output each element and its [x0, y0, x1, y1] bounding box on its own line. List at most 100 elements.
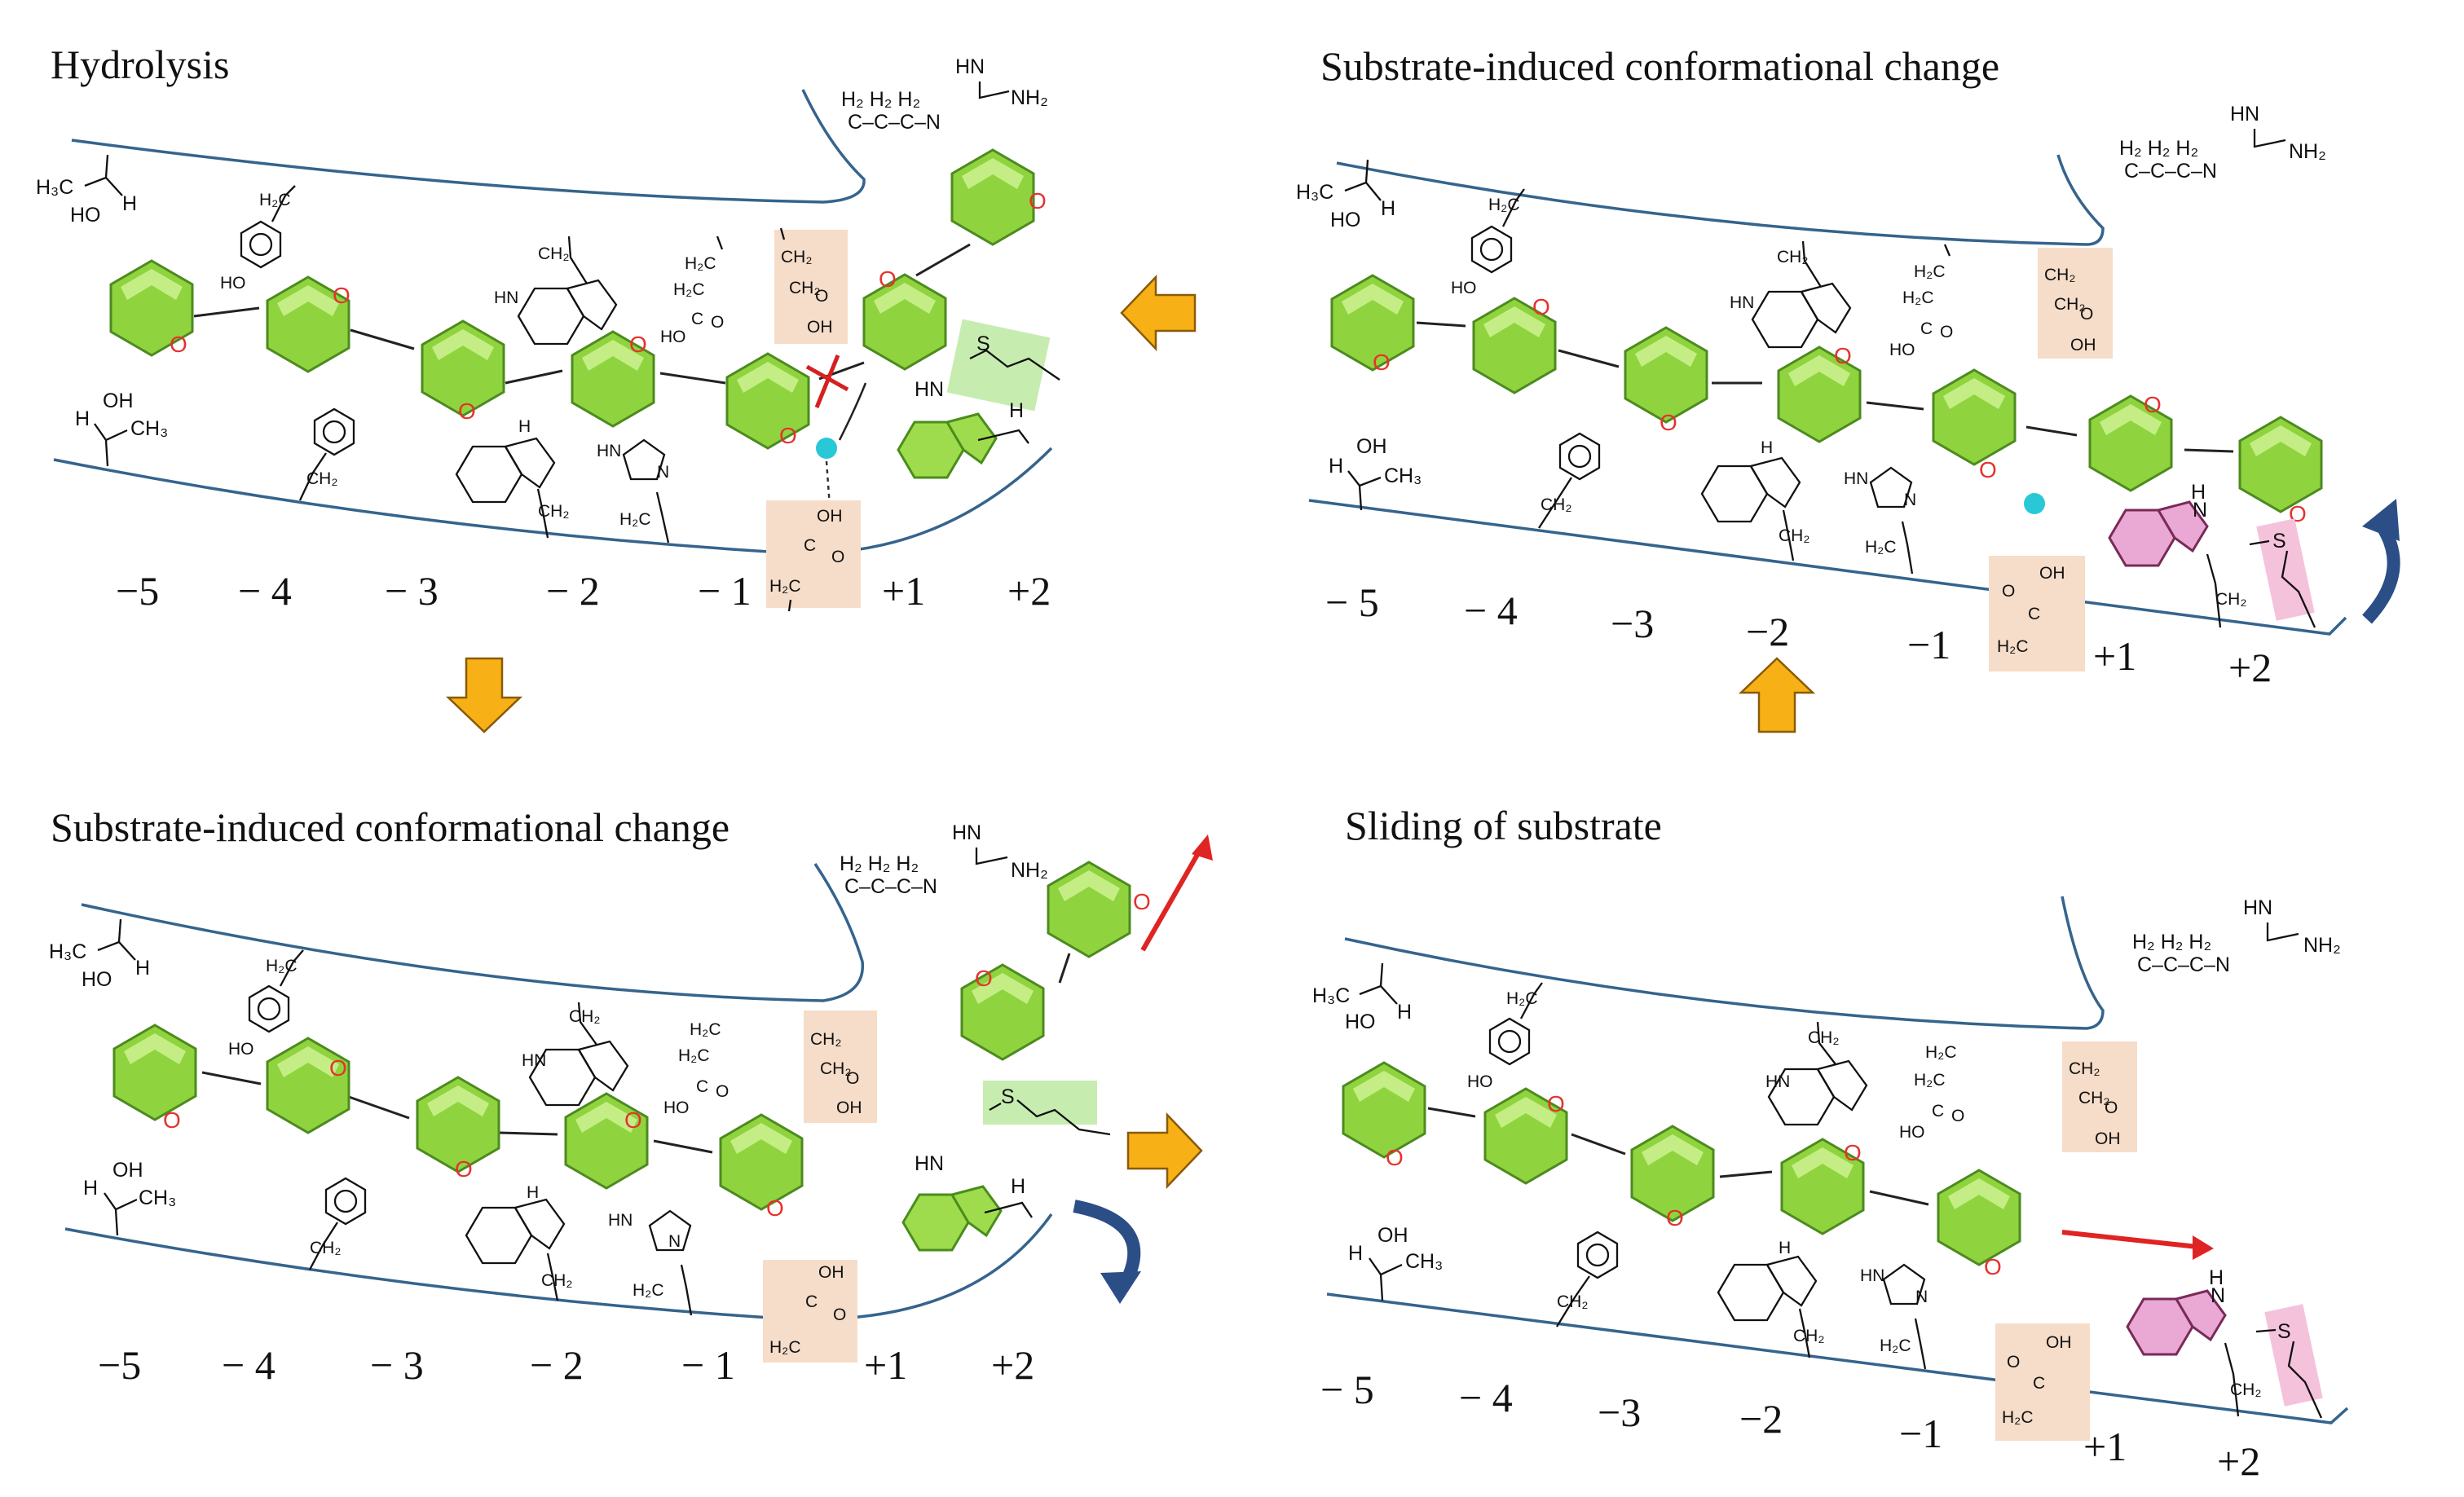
svg-text:N: N: [2211, 1284, 2225, 1307]
svg-text:H: H: [1348, 1242, 1363, 1265]
svg-text:OH: OH: [836, 1099, 862, 1117]
svg-text:O: O: [455, 1156, 473, 1182]
threonine-residue-2: H OH CH₃: [75, 390, 168, 467]
cycle-arrow-right-icon: [1126, 1113, 1203, 1188]
rotation-arrow-head-icon: [1100, 1271, 1141, 1304]
svg-text:C–C–C–N: C–C–C–N: [844, 875, 937, 898]
svg-text:H₂C: H₂C: [690, 1020, 721, 1039]
svg-text:CH₂: CH₂: [810, 1030, 841, 1049]
svg-text:HN: HN: [2243, 896, 2272, 919]
lower-wall: [1326, 1292, 2349, 1424]
svg-text:O: O: [624, 1107, 642, 1133]
svg-text:CH₂: CH₂: [2069, 1059, 2100, 1078]
svg-text:HN: HN: [2230, 103, 2259, 125]
arginine-residue: H₂ H₂ H₂ C–C–C–N HN NH₂: [2119, 103, 2326, 183]
ring-oxygen: O: [629, 332, 647, 357]
ring-oxygen: O: [458, 398, 476, 424]
svg-text:HN: HN: [1860, 1266, 1884, 1285]
threonine-residue: H₃C HO H: [1312, 962, 1412, 1033]
svg-text:CH₂: CH₂: [2044, 266, 2075, 284]
svg-text:H: H: [1329, 455, 1343, 478]
svg-text:HO: HO: [220, 274, 246, 293]
rotation-arrow-icon: [2362, 519, 2400, 624]
svg-text:− 3: − 3: [385, 568, 439, 614]
ring-oxygen: O: [333, 283, 350, 308]
catalytic-aspartate: OH C O H₂C: [763, 1260, 857, 1363]
release-arrow-head-icon: [1192, 834, 1213, 861]
svg-text:H₂ H₂ H₂: H₂ H₂ H₂: [2119, 137, 2198, 160]
svg-text:HN: HN: [1730, 293, 1754, 312]
svg-text:H₃C: H₃C: [36, 176, 73, 199]
subsite-labels: −5 − 4 − 3 − 2 − 1 +1 +2: [116, 568, 1051, 614]
svg-text:H₂C: H₂C: [1914, 1071, 1945, 1090]
lower-wall: [1308, 499, 2347, 636]
panel-title: Hydrolysis: [51, 42, 229, 87]
svg-text:O: O: [1532, 294, 1550, 319]
svg-text:H₂C: H₂C: [1914, 262, 1945, 281]
svg-text:+1: +1: [2093, 633, 2136, 679]
svg-text:O: O: [1834, 343, 1852, 368]
svg-text:O: O: [1386, 1145, 1404, 1170]
tryptophan-residue: HN CH₂: [1765, 1021, 1868, 1126]
catalytic-aspartate: OH C O H₂C: [766, 500, 861, 612]
svg-text:H₃C: H₃C: [49, 940, 86, 963]
phenylalanine-residue: CH₂: [308, 1177, 367, 1270]
svg-text:O: O: [2144, 392, 2162, 417]
svg-text:HN: HN: [494, 288, 518, 307]
svg-text:OH: OH: [2039, 564, 2065, 583]
svg-text:H₂C: H₂C: [619, 510, 650, 529]
svg-text:C: C: [1932, 1102, 1944, 1121]
ring-oxygen: O: [170, 332, 187, 357]
catalytic-glutamate: CH₂ CH₂ O OH: [2038, 248, 2113, 359]
svg-text:CH₂: CH₂: [1779, 526, 1809, 545]
svg-text:CH₂: CH₂: [789, 279, 820, 297]
threonine-residue-2: H OH CH₃: [1348, 1224, 1443, 1301]
svg-text:− 4: − 4: [1464, 588, 1518, 633]
svg-text:OH: OH: [103, 390, 134, 412]
svg-text:H: H: [2191, 481, 2206, 504]
svg-text:− 1: − 1: [681, 1342, 735, 1388]
tryptophan-residue: HN CH₂: [494, 236, 618, 346]
sugar-ring: [1932, 368, 2017, 466]
svg-text:C: C: [2033, 1374, 2045, 1393]
histidine-residue: HN N H₂C: [608, 1209, 693, 1316]
svg-text:HN: HN: [915, 1152, 944, 1175]
svg-text:CH₂: CH₂: [310, 1239, 341, 1257]
methionine-residue: S: [946, 319, 1060, 412]
sugar-ring: [1342, 1061, 1426, 1159]
svg-text:O: O: [1133, 889, 1151, 914]
svg-text:H₃C: H₃C: [1312, 984, 1350, 1007]
svg-text:O: O: [833, 1305, 846, 1324]
upper-wall: [81, 863, 864, 1002]
svg-text:O: O: [1547, 1091, 1565, 1116]
catalytic-glutamate: CH₂ CH₂ O OH: [774, 227, 848, 344]
sliding-arrow-head-icon: [2193, 1235, 2214, 1260]
svg-text:O: O: [163, 1107, 181, 1133]
upper-wall: [1344, 896, 2105, 1030]
threonine-residue: H₃C HO H: [49, 918, 150, 991]
svg-text:O: O: [329, 1055, 347, 1081]
panel-sliding-of-substrate: Sliding of substrate O O O O O H₃C HO H: [1312, 803, 2349, 1484]
svg-text:O: O: [1844, 1140, 1862, 1165]
svg-text:OH: OH: [112, 1159, 143, 1182]
tryptophan-residue-2: H CH₂: [1700, 438, 1809, 561]
tryptophan-residue-2: H CH₂: [465, 1183, 572, 1301]
svg-text:CH₂: CH₂: [2078, 1089, 2109, 1107]
svg-text:O: O: [1984, 1254, 2002, 1279]
tryptophan-residue-2: H CH₂: [1717, 1239, 1824, 1358]
svg-text:−3: −3: [1611, 601, 1654, 646]
sugar-ring: [960, 963, 1045, 1061]
upper-wall: [71, 89, 866, 204]
threonine-residue-2: H OH CH₃: [1329, 435, 1422, 511]
methionine-residue: S: [983, 1081, 1111, 1136]
svg-text:CH₂: CH₂: [541, 1271, 572, 1290]
svg-text:O: O: [1940, 323, 1953, 341]
svg-text:H₂C: H₂C: [259, 191, 290, 209]
sugar-ring: [1937, 1169, 2021, 1266]
svg-text:HO: HO: [82, 968, 112, 991]
svg-text:CH₃: CH₃: [1405, 1250, 1443, 1273]
svg-text:O: O: [2080, 305, 2093, 324]
svg-text:H: H: [1009, 399, 1024, 422]
svg-text:H₂C: H₂C: [1506, 989, 1537, 1008]
svg-text:HO: HO: [663, 1099, 690, 1117]
